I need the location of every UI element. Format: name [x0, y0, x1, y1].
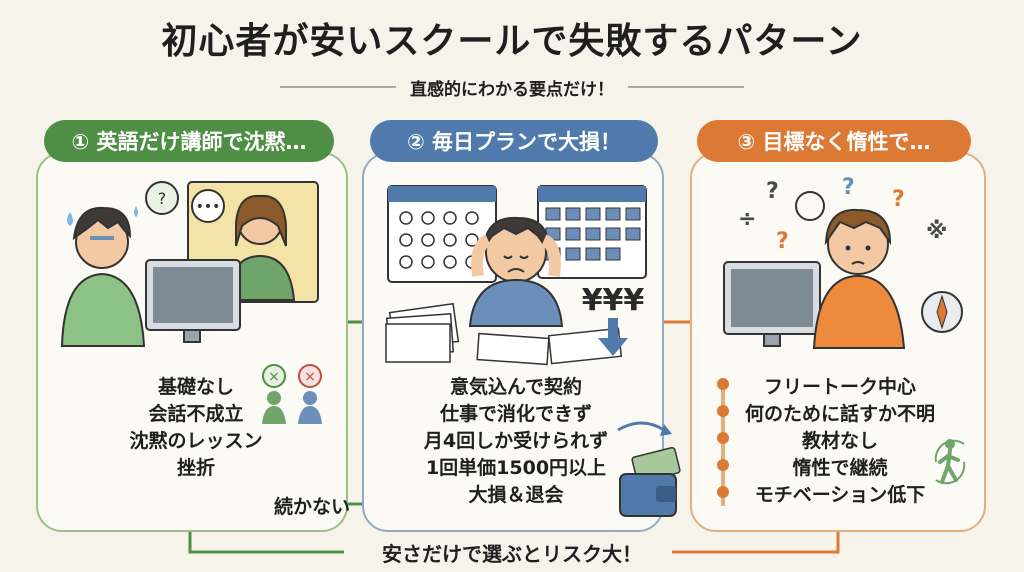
svg-text:?: ? — [776, 229, 789, 254]
no-communication-icon: × × — [254, 362, 330, 428]
list-item: 意気込んで契約 — [449, 376, 583, 398]
footer-text: 安さだけで選ぶとリスク大！ — [372, 542, 652, 566]
panel1-list: 基礎なし 会話不成立 沈黙のレッスン 挫折 — [96, 374, 296, 482]
svg-text:?: ? — [766, 179, 779, 204]
bullet-dot — [717, 405, 729, 417]
svg-text:•••: ••• — [196, 199, 221, 215]
svg-text:÷: ÷ — [738, 207, 756, 232]
bullet-line — [721, 382, 725, 506]
list-item: フリートーク中心 — [763, 376, 916, 398]
list-item: 惰性で継続 — [792, 457, 888, 479]
subtitle-row: 直感的にわかる要点だけ！ — [280, 72, 744, 102]
list-item: 基礎なし — [157, 376, 234, 398]
confused-student-icon: ??? ? ÷ ※ — [716, 172, 976, 362]
divider-right — [628, 86, 744, 88]
svg-text:×: × — [304, 369, 316, 385]
panel3-bullet-line — [716, 374, 730, 510]
stressed-student-icon — [378, 176, 660, 366]
wallet-icon — [612, 416, 682, 520]
divider-left — [280, 86, 396, 88]
subtitle: 直感的にわかる要点だけ！ — [410, 79, 614, 100]
svg-text:?: ? — [842, 175, 855, 200]
svg-text:※: ※ — [926, 219, 947, 244]
bullet-dot — [717, 486, 729, 498]
list-item: 会話不成立 — [148, 403, 244, 425]
list-item: 沈黙のレッスン — [129, 430, 263, 452]
yen-down-icon: ¥¥¥ — [576, 284, 650, 360]
struggling-student-icon: ••• ? — [50, 176, 340, 356]
footer-message: 安さだけで選ぶとリスク大！ — [0, 538, 1024, 567]
svg-text:?: ? — [892, 187, 905, 212]
panel2-list: 意気込んで契約 仕事で消化できず 月4回しか受けられず 1回単価1500円以上 … — [388, 374, 644, 509]
list-item: 大損＆退会 — [468, 484, 564, 506]
footer-right-line — [672, 522, 840, 554]
svg-text:×: × — [268, 369, 280, 385]
panel3-list: フリートーク中心 何のために話すか不明 教材なし 惰性で継続 モチベーション低下 — [740, 374, 940, 509]
panel1-header: ① 英語だけ講師で沈黙… — [44, 120, 334, 162]
walking-person-icon — [928, 432, 972, 492]
list-item: 挫折 — [176, 457, 215, 479]
connector-label: 続かない — [274, 496, 351, 518]
list-item: モチベーション低下 — [754, 484, 926, 506]
list-item: 月4回しか受けられず — [423, 430, 609, 452]
list-item: 1回単価1500円以上 — [425, 457, 607, 479]
bullet-dot — [717, 378, 729, 390]
list-item: 仕事で消化できず — [439, 403, 592, 425]
panel3-header: ③ 目標なく惰性で… — [697, 120, 971, 162]
price-symbols: ¥¥¥ — [582, 284, 645, 318]
list-item: 教材なし — [801, 430, 878, 452]
bullet-dot — [717, 459, 729, 471]
svg-text:?: ? — [158, 189, 167, 208]
list-item: 何のために話すか不明 — [744, 403, 935, 425]
page-title: 初心者が安いスクールで失敗するパターン — [161, 21, 863, 62]
panel2-header: ② 毎日プランで大損！ — [370, 120, 658, 162]
bullet-dot — [717, 432, 729, 444]
